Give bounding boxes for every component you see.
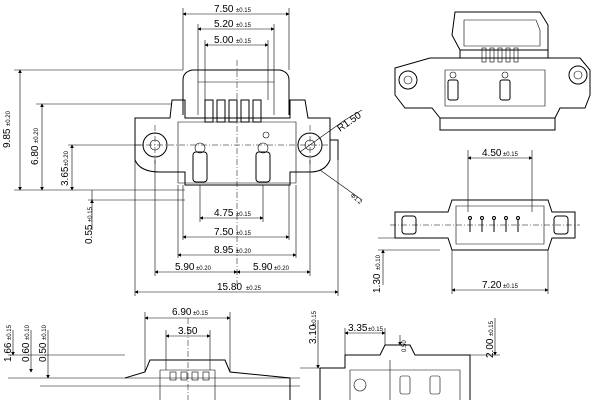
iso-pins — [481, 47, 519, 63]
dim-1.66: 1.66 — [3, 342, 14, 362]
svg-text:±0.15: ±0.15 — [503, 284, 519, 290]
svg-text:±0.15: ±0.15 — [193, 311, 209, 317]
svg-text:±0.15: ±0.15 — [312, 310, 318, 326]
side-view-dimensions: 4.50 ±0.15 7.20 ±0.15 1.30 ±0.10 — [372, 148, 549, 294]
svg-text:±0.10: ±0.10 — [25, 324, 31, 340]
bottom-right-dimensions: 3.35 ±0.15 3.10 ±0.15 0.50 2.00 ±0.15 — [300, 310, 500, 369]
svg-text:±0.15: ±0.15 — [236, 212, 252, 218]
side-pins — [468, 216, 520, 232]
dim-5.90-left: 5.90 — [175, 262, 195, 273]
dim-8.95: 8.95 — [214, 245, 234, 256]
dim-6.80: 6.80 — [30, 145, 41, 165]
dim-7.50-top: 7.50 — [214, 4, 234, 15]
svg-text:±0.15: ±0.15 — [236, 39, 252, 45]
svg-text:±0.20: ±0.20 — [34, 127, 40, 143]
svg-text:±0.15: ±0.15 — [368, 327, 384, 333]
contact-pins — [204, 99, 262, 123]
dim-0.50: 0.50 — [38, 342, 49, 362]
dim-3.10: 3.10 — [308, 324, 319, 344]
dim-1.30: 1.30 — [372, 273, 383, 293]
dim-7.20: 7.20 — [482, 280, 502, 291]
svg-text:±0.15: ±0.15 — [503, 152, 519, 158]
dim-15.80: 15.80 — [217, 282, 242, 293]
front-view — [134, 60, 339, 290]
svg-text:±0.15: ±0.15 — [236, 23, 252, 29]
svg-text:±0.25: ±0.25 — [246, 286, 262, 292]
side-view — [390, 199, 580, 251]
dim-R1.50: R1.50 — [335, 110, 364, 135]
dim-3.65: 3.65 — [60, 166, 71, 186]
svg-text:±0.10: ±0.10 — [42, 324, 48, 340]
dim-5.90-right: 5.90 — [253, 262, 273, 273]
dim-7.50-bottom: 7.50 — [214, 227, 234, 238]
dim-phi1.2: Φ1.2 — [349, 193, 363, 206]
svg-text:±0.15: ±0.15 — [236, 231, 252, 237]
dim-4.50: 4.50 — [482, 148, 502, 159]
bottom-right-view — [319, 344, 471, 400]
svg-text:±0.20: ±0.20 — [274, 266, 290, 272]
dim-3.50: 3.50 — [178, 326, 198, 337]
svg-text:±0.20: ±0.20 — [6, 110, 12, 126]
svg-text:±0.20: ±0.20 — [196, 266, 212, 272]
bottom-left-dimensions: 6.90 ±0.15 3.50 1.66 ±0.15 0.60 ±0.10 0.… — [3, 307, 231, 379]
dim-3.35: 3.35 — [348, 323, 368, 334]
svg-text:±0.10: ±0.10 — [376, 254, 382, 270]
svg-text:±0.15: ±0.15 — [236, 8, 252, 14]
isometric-view — [394, 11, 591, 131]
dim-2.00: 2.00 — [485, 338, 496, 358]
dim-6.90: 6.90 — [172, 307, 192, 318]
svg-text:±0.15: ±0.15 — [489, 320, 495, 336]
dim-4.75: 4.75 — [214, 208, 234, 219]
front-view-dimensions: 7.50 ±0.15 5.20 ±0.15 5.00 ±0.15 9.85 ±0… — [2, 4, 364, 296]
bottom-left-view — [40, 318, 300, 400]
dim-0.50-right: 0.50 — [402, 340, 408, 352]
dim-0.60: 0.60 — [21, 342, 32, 362]
dim-5.00: 5.00 — [214, 35, 234, 46]
svg-text:±0.20: ±0.20 — [64, 150, 70, 166]
dim-0.55: 0.55 — [84, 224, 95, 244]
svg-text:±0.20: ±0.20 — [236, 249, 252, 255]
svg-text:±0.15: ±0.15 — [88, 206, 94, 222]
dim-9.85: 9.85 — [2, 128, 13, 148]
svg-text:±0.15: ±0.15 — [7, 324, 13, 340]
dim-5.20: 5.20 — [214, 19, 234, 30]
